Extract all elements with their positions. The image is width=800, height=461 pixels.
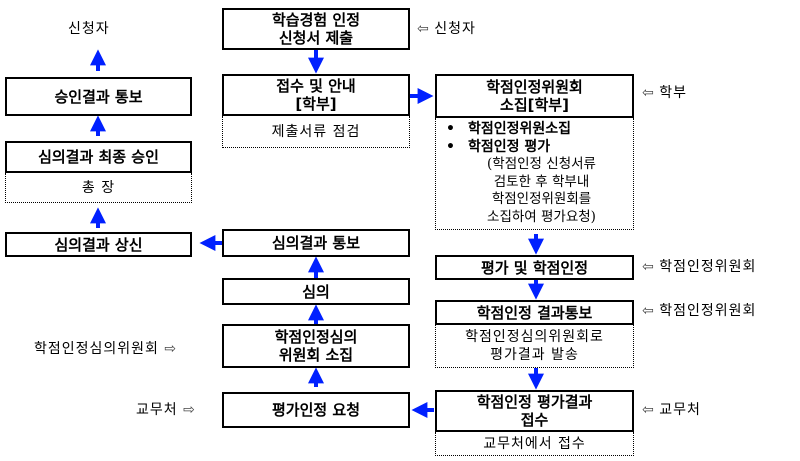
- result-reception-note-text: 교무처에서 접수: [483, 435, 586, 452]
- applicant-top-label: 신청자: [68, 21, 110, 37]
- result-notice-note-box: 학점인정심의위원회로 평가결과 발송: [435, 325, 634, 368]
- detail-bullet-2: 학점인정 평가: [440, 138, 629, 156]
- actor-academic-affairs-left: 교무처 ⇨: [136, 401, 195, 419]
- hollow-arrow-left-icon: ⇦: [642, 85, 654, 101]
- reception-note-box: 제출서류 점검: [222, 116, 410, 148]
- hollow-arrow-right-icon: ⇨: [183, 402, 195, 418]
- actor-committee-2-text: 학점인정위원회: [659, 303, 757, 319]
- faculty-committee-convene-box: 학점인정위원회 소집[학부]: [435, 74, 634, 118]
- hollow-arrow-left-icon: ⇦: [417, 21, 429, 37]
- application-submission-box: 학습경험 인정 신청서 제출: [222, 8, 410, 50]
- review-box: 심의: [222, 278, 410, 305]
- report-up-text: 심의결과 상신: [54, 235, 143, 254]
- actor-academic-affairs-right-text: 교무처: [659, 402, 701, 418]
- actor-academic-affairs-left-text: 교무처: [136, 402, 178, 418]
- review-result-notice-text: 심의결과 통보: [271, 234, 361, 252]
- result-reception-box: 학점인정 평가결과 접수: [435, 390, 634, 432]
- evaluation-text: 평가 및 학점인정: [480, 258, 589, 277]
- hollow-arrow-right-icon: ⇨: [164, 341, 177, 357]
- final-approval-text: 심의결과 최종 승인: [38, 148, 159, 166]
- final-approval-note-box: 총 장: [5, 173, 192, 203]
- actor-committee-1-text: 학점인정위원회: [659, 259, 757, 275]
- evaluation-request-text: 평가인정 요청: [271, 401, 361, 419]
- reception-box: 접수 및 안내 [학부]: [222, 74, 410, 116]
- result-notice-text: 학점인정 결과통보: [476, 303, 593, 322]
- faculty-committee-convene-text: 학점인정위원회 소집[학부]: [486, 78, 583, 114]
- detail-paren-text: (학점인정 신청서류 검토한 후 학부내 학점인정위원회를 소집하여 평가요청): [487, 156, 596, 225]
- actor-review-committee: 학점인정심의위원회 ⇨: [34, 340, 176, 358]
- evaluation-box: 평가 및 학점인정: [435, 255, 634, 280]
- approval-notice-text: 승인결과 통보: [54, 87, 143, 106]
- actor-academic-affairs-right: ⇦ 교무처: [642, 401, 701, 419]
- actor-faculty-text: 학부: [659, 85, 687, 101]
- final-approval-box: 심의결과 최종 승인: [5, 141, 192, 173]
- committee-detail-box: 학점인정위원소집 학점인정 평가 (학점인정 신청서류 검토한 후 학부내 학점…: [435, 118, 634, 230]
- report-up-box: 심의결과 상신: [5, 232, 192, 257]
- committee-convene-text: 학점인정심의 위원회 소집: [274, 328, 358, 364]
- result-notice-box: 학점인정 결과통보: [435, 300, 634, 325]
- actor-applicant-text: 신청자: [434, 21, 476, 37]
- review-text: 심의: [302, 282, 330, 301]
- hollow-arrow-left-icon: ⇦: [642, 402, 654, 418]
- detail-bullet-1: 학점인정위원소집: [440, 120, 629, 138]
- hollow-arrow-left-icon: ⇦: [642, 303, 654, 319]
- final-approval-note-text: 총 장: [81, 179, 116, 196]
- actor-applicant: ⇦ 신청자: [417, 20, 476, 38]
- actor-faculty: ⇦ 학부: [642, 84, 687, 102]
- hollow-arrow-left-icon: ⇦: [642, 259, 654, 275]
- review-result-notice-box: 심의결과 통보: [222, 229, 410, 257]
- result-reception-note-box: 교무처에서 접수: [435, 432, 634, 456]
- result-reception-text: 학점인정 평가결과 접수: [476, 393, 593, 429]
- actor-review-committee-text: 학점인정심의위원회: [34, 341, 159, 357]
- application-submission-text: 학습경험 인정 신청서 제출: [271, 11, 361, 47]
- actor-committee-1: ⇦ 학점인정위원회: [642, 258, 756, 276]
- reception-text: 접수 및 안내 [학부]: [276, 77, 356, 113]
- evaluation-request-box: 평가인정 요청: [222, 392, 410, 428]
- reception-note-text: 제출서류 점검: [271, 123, 361, 140]
- result-notice-note-text: 학점인정심의위원회로 평가결과 발송: [465, 329, 604, 363]
- approval-notice-box: 승인결과 통보: [5, 77, 192, 116]
- committee-convene-box: 학점인정심의 위원회 소집: [222, 324, 410, 368]
- actor-committee-2: ⇦ 학점인정위원회: [642, 302, 756, 320]
